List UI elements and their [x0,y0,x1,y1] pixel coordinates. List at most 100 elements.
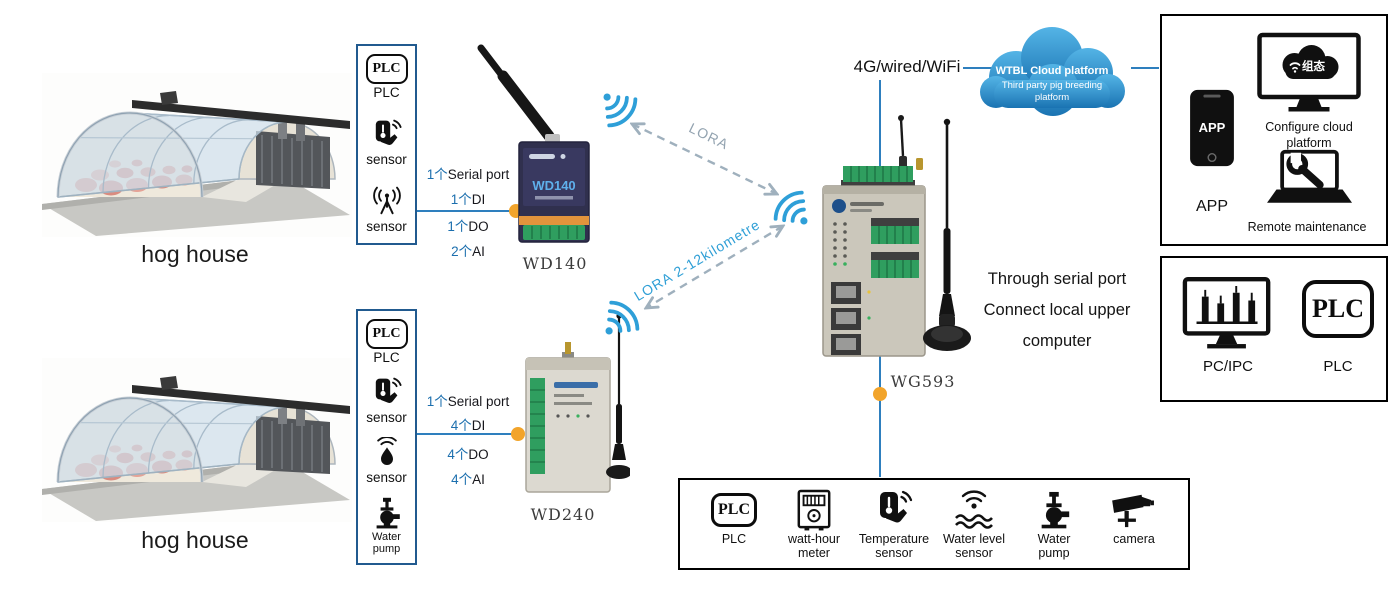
cloud-subtitle-2: platform [1035,92,1069,103]
temperature-sensor-item: sensor [366,377,407,426]
peripheral-label: pump [1038,546,1070,561]
plc-icon: PLC [1302,280,1374,338]
serial-note-line-2: Connect local upper [983,301,1131,319]
wd140-device-text: WD140 [532,178,575,193]
local-upper-computer-box: PC/IPC PLC PLC [1160,256,1388,402]
water-pump-item: Water pump [361,497,413,555]
plc-icon-text: PLC [1312,294,1364,323]
wd140-port-serial: 1个Serial port [420,163,516,183]
peripheral-camera: camera [1094,488,1174,564]
wd140-device: WD140 [477,44,590,243]
app-label: APP [1195,198,1228,215]
temperature-sensor-icon [371,119,403,151]
sensor-label: sensor [366,152,407,168]
wg593-caption: WG593 [890,372,956,391]
cloud-subtitle-1: Third party pig breeding [1002,80,1102,91]
port-count: 1个 [450,192,472,207]
remote-maintenance-icon [1264,148,1356,216]
peripheral-label: Water [1037,532,1071,546]
plc-icon: PLC [365,54,408,84]
lora-link-bottom [646,226,783,308]
icon-slot [795,488,833,532]
peripheral-label: watt-hour [787,532,841,546]
port-count: 4个 [451,472,473,487]
icon-slot [1110,488,1158,532]
field-devices-box-bottom: PLC PLC sensor sensor Water pump [356,309,417,565]
sensor-label: sensor [366,219,407,235]
serial-connection-note: Through serial port Connect local upper … [966,264,1148,357]
watt-hour-meter-icon [795,489,833,531]
serial-note-line-3: computer [1022,332,1092,350]
plc-icon-text: PLC [718,501,750,518]
sensor-label: sensor [366,409,407,425]
serial-note-line-1: Through serial port [987,270,1127,288]
peripheral-label: sensor [875,546,913,561]
configure-cloud-icon: 组态 [1256,32,1362,118]
sensor-label: sensor [366,469,407,485]
peripheral-label: camera [1113,532,1155,546]
hog-house-photo-top [42,73,352,237]
peripheral-water-pump: Water pump [1014,488,1094,564]
port-count: 4个 [450,418,472,433]
peripheral-watt-hour-meter: watt-hour meter [774,488,854,564]
plc-label: PLC [1323,358,1353,375]
icon-slot: PLC [711,488,757,532]
plc-label: PLC [373,85,400,100]
field-devices-box-top: PLC PLC sensor sensor [356,44,417,245]
wireless-sensor-icon [371,186,403,218]
wd240-port-ai: 4个AI [420,468,516,488]
temperature-sensor-icon [371,377,403,409]
peripheral-label: sensor [955,546,993,561]
peripheral-water-level-sensor: Water level sensor [934,488,1014,564]
uplink-label: 4G/wired/WiFi [853,57,961,76]
peripheral-label: meter [798,546,830,561]
peripheral-label: Temperature [858,532,930,546]
peripheral-temperature-sensor: Temperature sensor [854,488,934,564]
water-pump-icon [1035,490,1073,530]
peripheral-plc: PLC PLC [694,488,774,564]
port-count: 4个 [447,447,469,462]
peripheral-label: Water level [942,532,1006,546]
water-pump-label: Water pump [372,530,401,555]
pc-monitor-icon [1182,276,1274,354]
port-count: 2个 [451,244,473,259]
port-count: 1个 [447,219,469,234]
temperature-sensor-icon [874,490,914,530]
wireless-sensor-item: sensor [366,186,407,235]
hog-house-label-bottom: hog house [141,527,249,553]
configure-cloud-label-line2: platform [1286,136,1332,150]
port-count: 1个 [426,394,448,409]
hog-house-photo-bottom [42,358,352,522]
monitor-cloud-glyph [1256,32,1362,118]
wd140-port-do: 1个DO [420,215,516,235]
wg593-gateway [822,115,971,357]
port-type: DI [471,192,486,207]
port-type: AI [472,472,485,487]
port-type: DO [468,447,489,462]
water-level-sensor-icon [952,490,996,530]
smartphone-icon: APP [1188,88,1236,168]
wd240-port-di: 4个DI [420,414,516,434]
plc-icon: PLC [365,319,408,349]
water-pump-icon [371,497,403,529]
plc-icon: PLC [711,493,757,527]
phone-screen-text: APP [1198,120,1226,135]
wd240-port-serial: 1个Serial port [420,390,516,410]
cloud-services-box: APP APP 组态 Configure cloud platform Remo… [1160,14,1388,246]
wd240-port-do: 4个DO [420,443,516,463]
pc-ipc-label: PC/IPC [1202,358,1253,375]
configure-cloud-icon-text: 组态 [1302,61,1325,73]
wd240-device [525,313,630,493]
port-type: DO [468,219,489,234]
port-type: AI [472,244,485,259]
wd140-caption: WD140 [522,254,588,273]
wd140-port-ai: 2个AI [420,240,516,260]
wd240-caption: WD240 [530,505,596,524]
plc-item: PLC PLC [365,54,408,101]
plc-item: PLC PLC [365,319,408,366]
peripherals-box: PLC PLC watt-hour meter Temperature sens… [678,478,1190,570]
icon-slot [874,488,914,532]
junction-dot [873,387,887,401]
cloud-platform: WTBL Cloud platform Third party pig bree… [980,27,1125,116]
